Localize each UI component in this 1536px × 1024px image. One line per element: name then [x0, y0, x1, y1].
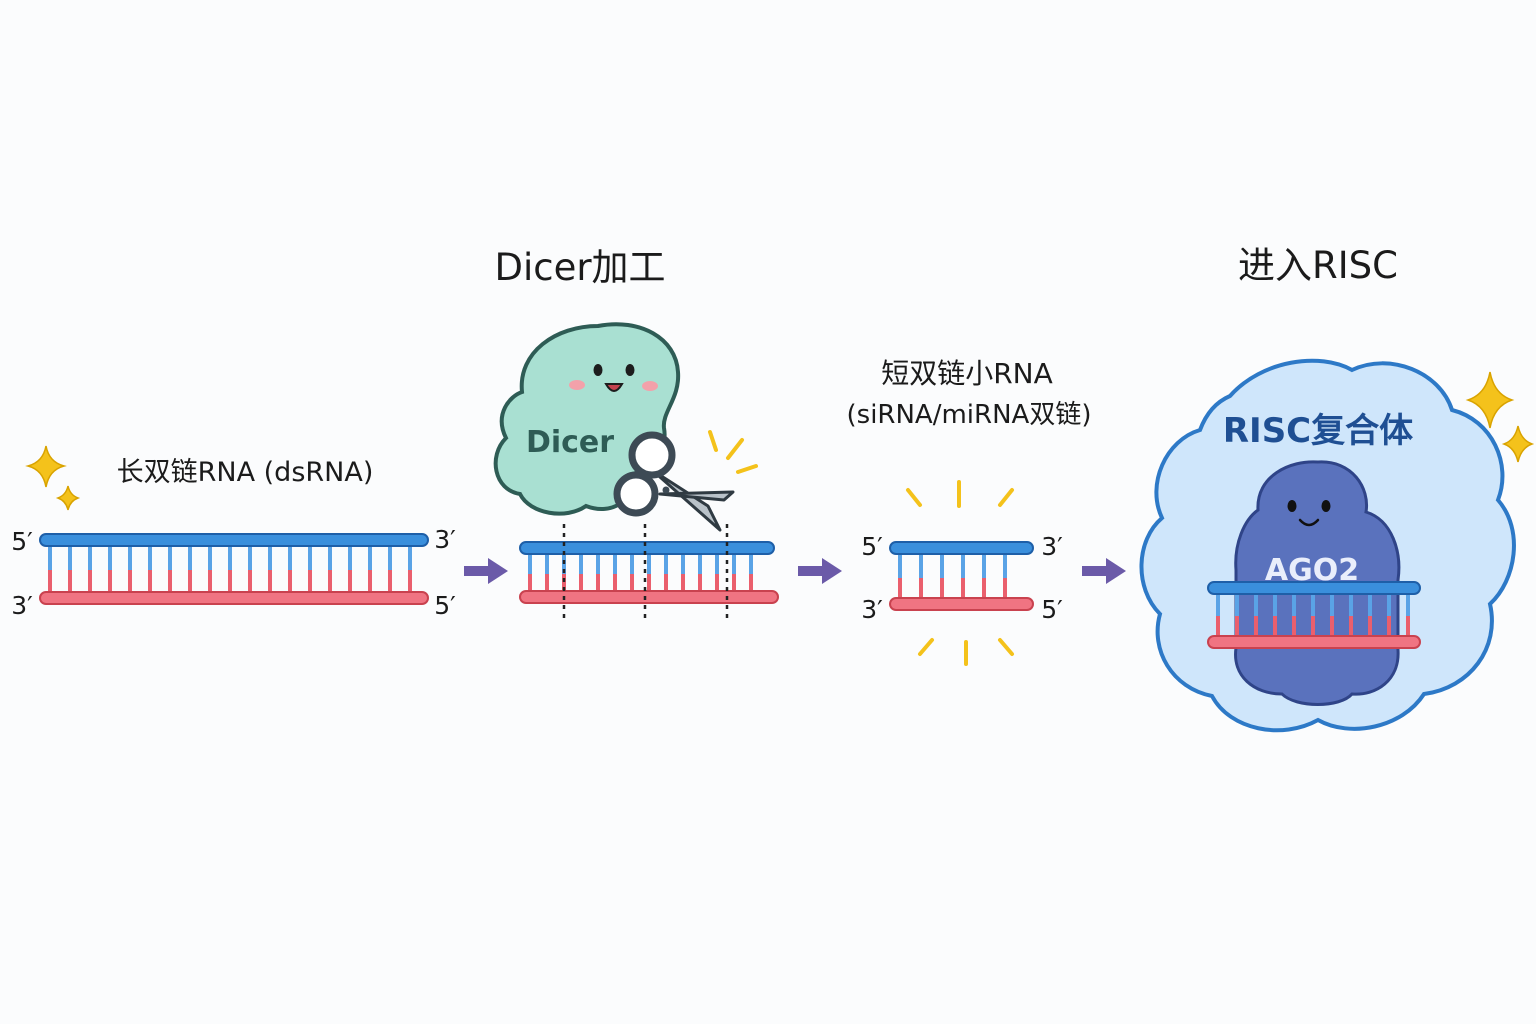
risc-complex-label: RISC复合体 — [1223, 411, 1413, 451]
short-duplex-label: 短双链小RNA — [881, 357, 1053, 390]
dicer-cheek-right — [642, 381, 658, 391]
short-top-right-end: 3′ — [1041, 532, 1063, 561]
sense-strand — [889, 541, 1034, 555]
risc-panel: 进入RISC RISC复合体 AGO2 — [1139, 244, 1535, 733]
dicer-cheek-left — [569, 380, 585, 390]
dsrna-top-left-end: 5′ — [11, 527, 33, 556]
short-duplex-sublabel: (siRNA/miRNA双链) — [847, 400, 1092, 430]
cut-site-lines — [562, 524, 729, 622]
dicer-enzyme-label: Dicer — [526, 425, 614, 460]
short-bottom-left-end: 3′ — [861, 595, 883, 624]
dsrna-label: 长双链RNA (dsRNA) — [117, 457, 374, 488]
sense-strand — [519, 541, 775, 555]
ago2-mouth — [1298, 518, 1320, 527]
scissors-icon — [613, 431, 735, 532]
dsrna-bottom-right-end: 5′ — [434, 591, 456, 620]
antisense-strand — [519, 590, 779, 604]
short-bottom-right-end: 5′ — [1041, 595, 1063, 624]
base-pairs — [1216, 594, 1410, 636]
dicer-panel: Dicer加工 Dicer — [493, 246, 779, 622]
sparkle-icon — [25, 445, 81, 511]
short-duplex-panel: 短双链小RNA (siRNA/miRNA双链) 5′ 3′ 3′ 5′ — [847, 357, 1092, 666]
dicer-eye-right — [625, 364, 635, 376]
base-pairs — [48, 546, 412, 592]
antisense-strand — [1207, 635, 1421, 649]
arrow-icon — [1082, 558, 1126, 584]
dsrna-panel: 长双链RNA (dsRNA) 5′ 3′ 3′ 5′ — [11, 445, 456, 620]
dsrna-top-right-end: 3′ — [434, 525, 456, 554]
sparkle-icon — [1465, 371, 1535, 463]
sparkle-icon — [906, 480, 1014, 666]
ago2-eye-left — [1287, 500, 1297, 512]
ago2-eye-right — [1321, 500, 1331, 512]
short-top-left-end: 5′ — [861, 532, 883, 561]
antisense-strand — [39, 591, 429, 605]
sense-strand — [39, 533, 429, 547]
dicer-eye-left — [593, 364, 603, 376]
risc-heading: 进入RISC — [1238, 244, 1398, 287]
arrow-icon — [464, 558, 508, 584]
arrow-icon — [798, 558, 842, 584]
sense-strand — [1207, 581, 1421, 595]
dsrna-bottom-left-end: 3′ — [11, 591, 33, 620]
base-pairs — [528, 554, 753, 591]
dicer-heading: Dicer加工 — [494, 246, 665, 289]
antisense-strand — [889, 597, 1034, 611]
base-pairs — [898, 554, 1007, 598]
sparkle-icon — [708, 430, 758, 474]
dicer-mouth — [604, 383, 624, 392]
